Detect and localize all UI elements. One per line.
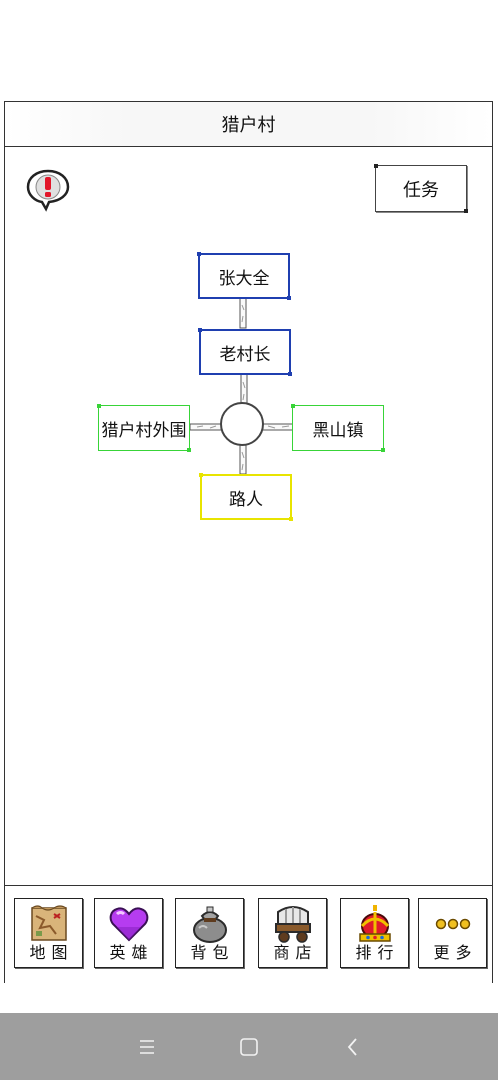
map-paths [189, 297, 295, 475]
system-navigation-bar [0, 1013, 498, 1080]
exit-node-west[interactable]: 猎户村外围 [97, 404, 191, 452]
menu-label: 排行 [355, 943, 400, 962]
alert-icon[interactable] [25, 168, 71, 212]
path-segment [239, 297, 247, 329]
menu-label: 英雄 [109, 943, 154, 962]
map-scroll-icon [30, 905, 67, 941]
page-title: 猎户村 [221, 115, 276, 136]
menu-button-bag[interactable]: 背包 [175, 898, 244, 968]
menu-button-shop[interactable]: 商店 [258, 898, 327, 968]
exit-node-east[interactable]: 黑山镇 [291, 404, 385, 452]
menu-label: 更多 [433, 943, 478, 962]
path-segment [261, 423, 295, 431]
npc-label: 路人 [229, 489, 263, 510]
menu-button-ranking[interactable]: 排行 [340, 898, 409, 968]
purple-heart-icon [109, 907, 148, 942]
task-button[interactable]: 任务 [374, 164, 468, 213]
exit-label: 猎户村外围 [101, 420, 187, 441]
path-segment [239, 443, 247, 475]
task-button-label: 任务 [403, 179, 439, 201]
npc-label: 张大全 [218, 268, 270, 289]
shop-wagon-icon [274, 906, 311, 943]
path-segment [240, 373, 248, 405]
npc-node-village-chief[interactable]: 老村长 [198, 328, 292, 376]
more-dots-icon [435, 918, 470, 930]
menu-button-hero[interactable]: 英雄 [94, 898, 163, 968]
npc-label: 老村长 [219, 344, 271, 365]
menu-label: 地图 [29, 943, 74, 962]
home-icon[interactable] [237, 1035, 261, 1059]
npc-node-zhang-daquan[interactable]: 张大全 [197, 252, 291, 300]
menu-label: 背包 [190, 943, 235, 962]
title-bar: 猎户村 [5, 102, 492, 147]
menu-label: 商店 [273, 943, 318, 962]
npc-node-passerby[interactable]: 路人 [199, 473, 293, 521]
menu-icon[interactable] [135, 1035, 159, 1059]
path-segment [189, 423, 223, 431]
menu-button-map[interactable]: 地图 [14, 898, 83, 968]
crown-icon [358, 905, 391, 942]
exit-label: 黑山镇 [312, 420, 364, 441]
menu-button-more[interactable]: 更多 [418, 898, 487, 968]
bottom-menu: 地图 英雄 背包 [5, 885, 492, 983]
current-location-marker [220, 402, 264, 446]
game-window: 猎户村 任务 张大全 [4, 101, 493, 983]
bag-icon [192, 906, 227, 943]
back-icon[interactable] [341, 1035, 365, 1059]
